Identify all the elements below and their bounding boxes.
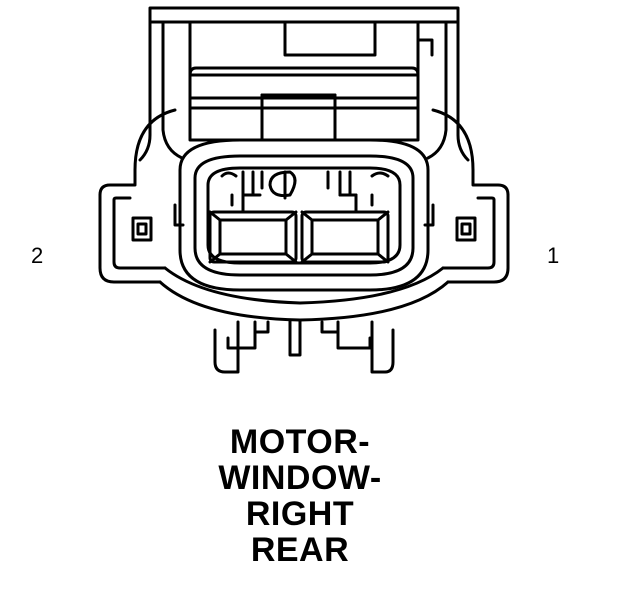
top-latch	[138, 6, 470, 162]
pin-2-label: 2	[31, 243, 44, 268]
cavity-2	[208, 210, 298, 264]
lock-tabs	[131, 216, 477, 242]
connector-caption: MOTOR- WINDOW- RIGHT REAR	[0, 424, 600, 568]
connector-body	[98, 108, 510, 322]
bottom-skirt	[213, 318, 395, 374]
caption-line-3: RIGHT	[245, 495, 355, 533]
pin-1-label: 1	[547, 243, 560, 268]
caption-line-1: MOTOR-	[229, 423, 371, 461]
terminal-cavities	[208, 193, 390, 264]
caption-line-4: REAR	[250, 531, 350, 569]
cavity-1	[300, 210, 390, 264]
caption-line-2: WINDOW-	[218, 459, 382, 497]
keying-features	[220, 170, 390, 207]
